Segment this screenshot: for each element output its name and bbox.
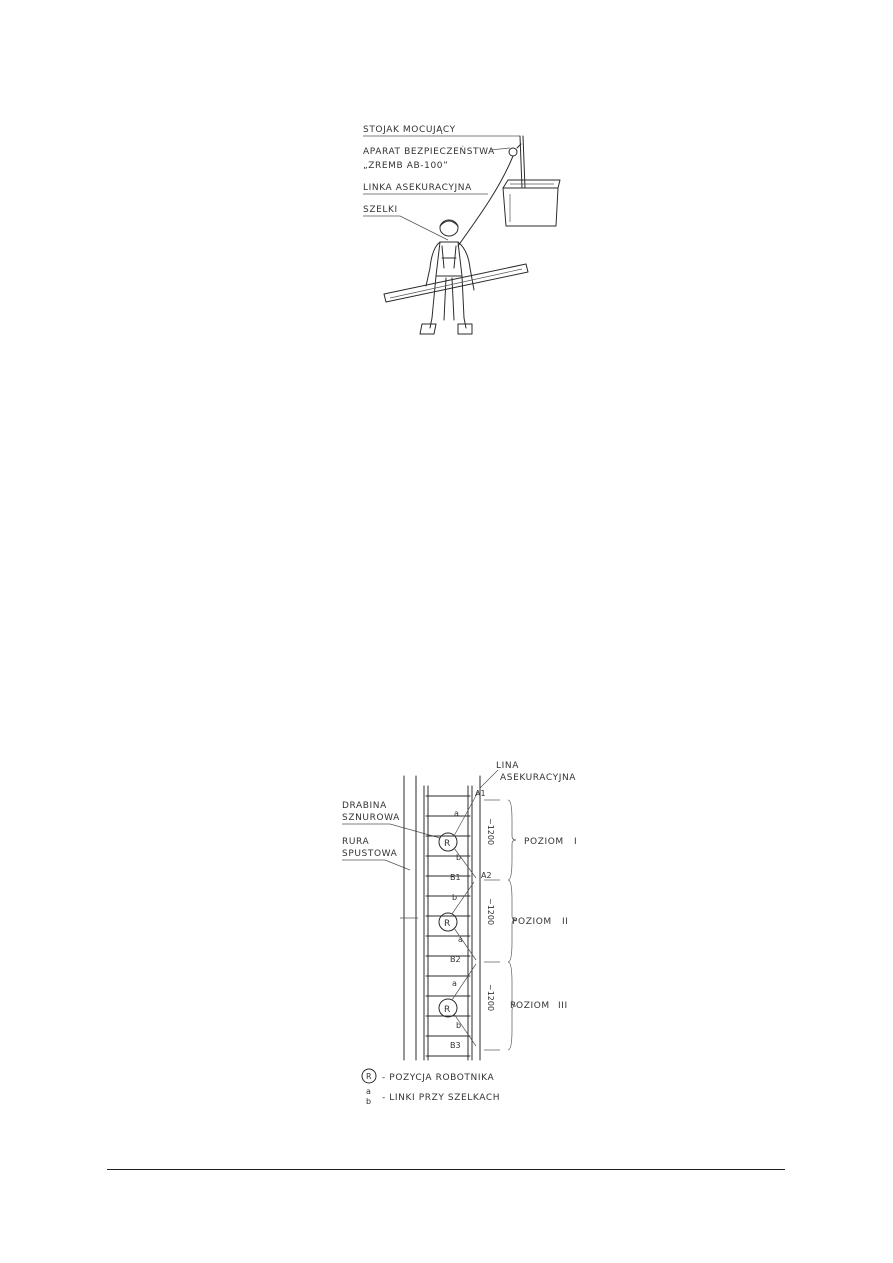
anchor-b1: B1: [450, 873, 461, 882]
figure-worker-harness: STOJAK MOCUJĄCY APARAT BEZPIECZEŃSTWA „Z…: [360, 118, 580, 343]
label-rope: LINKA ASEKURACYJNA: [363, 183, 472, 193]
level-1: R a b A1 B1 A2 ~1200 POZIOM I: [438, 789, 577, 882]
brace-2: [507, 879, 517, 963]
level-2: R b a B2 ~1200 POZIOM II: [438, 879, 569, 964]
brace-3: [507, 961, 517, 1051]
harness-straps: [441, 245, 457, 269]
label-device-2: „ZREMB AB-100”: [363, 161, 448, 171]
anchor-a2: A2: [481, 871, 492, 880]
worker-figure: [419, 219, 475, 335]
label-pipe-2: SPUSTOWA: [342, 849, 398, 859]
carried-gutter: [383, 263, 529, 303]
ladder-rails: [423, 775, 481, 1061]
line-label-1a: a: [454, 809, 459, 818]
level-2-numeral: II: [562, 917, 569, 927]
worker-symbol-1: R: [444, 839, 451, 849]
label-pipe-1: RURA: [342, 837, 370, 847]
worker-harness-drawing: STOJAK MOCUJĄCY APARAT BEZPIECZEŃSTWA „Z…: [363, 125, 561, 335]
anchor-b3: B3: [450, 1041, 461, 1050]
line-label-2a: a: [458, 935, 463, 944]
leader-harness-2: [399, 215, 449, 241]
counterweight-box: [502, 179, 561, 227]
anchor-b2: B2: [450, 955, 461, 964]
label-lifeline-1: LINA: [496, 761, 519, 771]
level-2-label: POZIOM: [512, 917, 552, 927]
label-ladder-1: DRABINA: [342, 801, 387, 811]
line-label-2b: b: [452, 893, 457, 902]
label-harness: SZELKI: [363, 205, 398, 215]
anchor-stand: [508, 135, 526, 189]
figure-rope-ladder: LINA ASEKURACYJNA DRABINA SZNUROWA RURA …: [330, 758, 600, 1113]
worker-circle-2: [438, 912, 458, 932]
worker-symbol-3: R: [444, 1005, 451, 1015]
label-ladder-2: SZNUROWA: [342, 813, 400, 823]
legend-text-lines: - LINKI PRZY SZELKACH: [382, 1093, 500, 1103]
worker-symbol-2: R: [444, 919, 451, 929]
leader-pipe-2: [384, 859, 411, 871]
ladder-rungs: [425, 795, 471, 1057]
line-label-3a: a: [452, 979, 457, 988]
legend-text-worker: - POZYCJA ROBOTNIKA: [382, 1073, 494, 1083]
worker-circle-3: [438, 998, 458, 1018]
legend-symbol-r: R: [366, 1072, 372, 1081]
leader-device: [489, 147, 511, 151]
legend-worker-circle: [361, 1068, 377, 1084]
rope-ladder-drawing: LINA ASEKURACYJNA DRABINA SZNUROWA RURA …: [342, 761, 577, 1106]
dimension-2: ~1200: [486, 898, 495, 925]
worker-circle-1: [438, 832, 458, 852]
level-1-label: POZIOM: [524, 837, 564, 847]
level-1-numeral: I: [574, 837, 577, 847]
level-3-label: POZIOM: [510, 1001, 550, 1011]
label-stand: STOJAK MOCUJĄCY: [363, 125, 456, 135]
anchor-a1: A1: [475, 789, 486, 798]
level-3-numeral: III: [558, 1001, 568, 1011]
label-device-1: APARAT BEZPIECZEŃSTWA: [363, 145, 495, 157]
line-label-1b: b: [456, 853, 461, 862]
dimension-1: ~1200: [486, 818, 495, 845]
drainpipe: [400, 775, 418, 1061]
legend-symbol-a: a: [366, 1087, 371, 1096]
dimension-3: ~1200: [486, 984, 495, 1011]
leader-lifeline: [479, 769, 499, 789]
label-lifeline-2: ASEKURACYJNA: [500, 773, 576, 783]
boots: [419, 323, 473, 335]
legend: R - POZYCJA ROBOTNIKA a b - LINKI PRZY S…: [361, 1068, 500, 1106]
brace-1: [507, 799, 517, 881]
legend-symbol-b: b: [366, 1097, 371, 1106]
safety-rope: [457, 155, 514, 247]
footer-rule: [107, 1169, 785, 1170]
line-label-3b: b: [456, 1021, 461, 1030]
level-3: R a b B3 ~1200 POZIOM III: [438, 961, 568, 1051]
